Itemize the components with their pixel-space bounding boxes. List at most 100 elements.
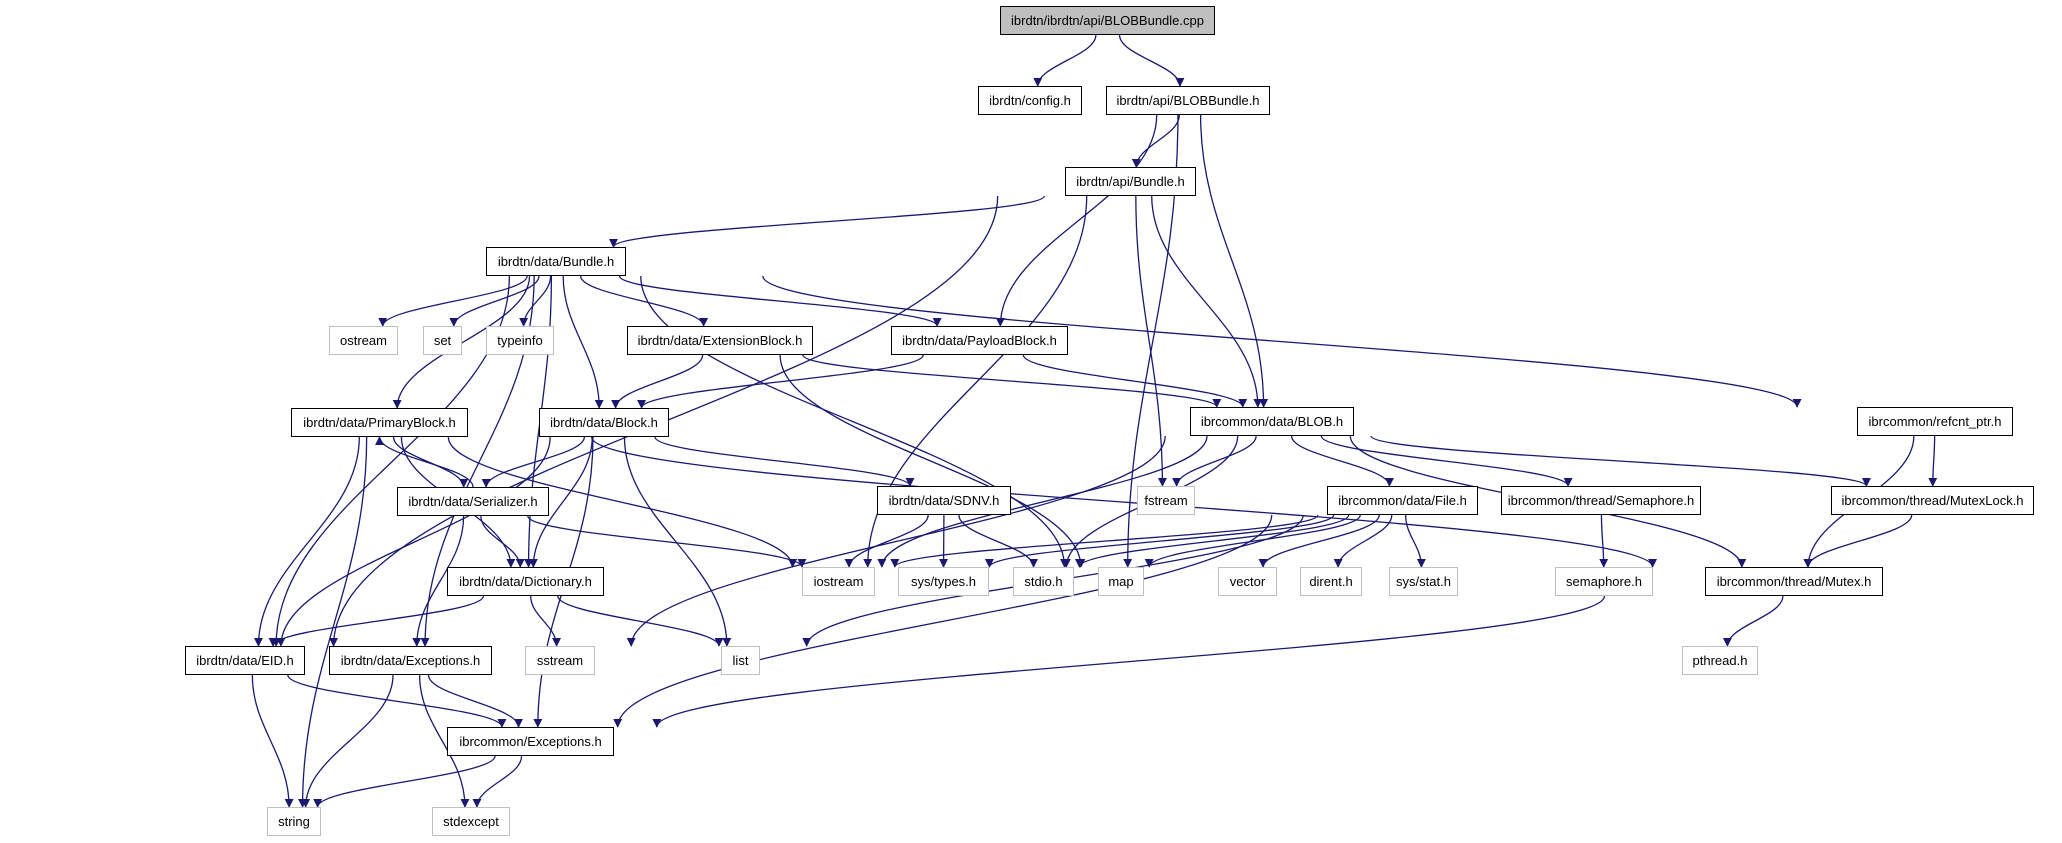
- node-sdnv-h[interactable]: ibrdtn/data/SDNV.h: [877, 486, 1011, 515]
- node-label: ibrcommon/Exceptions.h: [459, 734, 602, 749]
- node-label: map: [1108, 574, 1134, 589]
- node-pthread-h: pthread.h: [1682, 646, 1758, 675]
- node-typeinfo: typeinfo: [486, 326, 554, 355]
- node-label: ibrdtn/ibrdtn/api/BLOBBundle.cpp: [1011, 13, 1204, 28]
- edge-primaryblock-h-to-serializer-h: [392, 436, 469, 488]
- node-extensionblock-h[interactable]: ibrdtn/data/ExtensionBlock.h: [627, 326, 813, 355]
- node-semaphore-h: semaphore.h: [1555, 567, 1653, 596]
- edge-payloadblock-h-to-block-h: [637, 354, 924, 409]
- node-label: ibrdtn/data/Block.h: [550, 415, 658, 430]
- node-common-exceptions-h[interactable]: ibrcommon/Exceptions.h: [447, 727, 614, 756]
- edge-payloadblock-h-to-blob-h: [1022, 354, 1248, 408]
- edge-block-h-to-list: [623, 436, 732, 647]
- edge-refcnt-ptr-h-to-mutexlock-h: [1928, 435, 1938, 487]
- node-api-bundle-h[interactable]: ibrdtn/api/Bundle.h: [1065, 167, 1196, 196]
- node-sys-types-h: sys/types.h: [898, 567, 989, 596]
- edge-dictionary-h-to-sstream: [530, 595, 562, 647]
- node-label: ibrdtn/config.h: [989, 93, 1071, 108]
- node-semaphore-hdr[interactable]: ibrcommon/thread/Semaphore.h: [1501, 486, 1701, 515]
- edge-api-bundle-h-to-data-bundle-h: [609, 195, 1045, 248]
- node-label: fstream: [1144, 493, 1188, 508]
- node-vector: vector: [1218, 567, 1277, 596]
- node-dirent-h: dirent.h: [1300, 567, 1362, 596]
- edge-primaryblock-h-to-iostream: [447, 436, 798, 568]
- edge-sdnv-h-to-stdio-h: [958, 514, 1039, 568]
- node-label: ibrdtn/api/Bundle.h: [1076, 174, 1185, 189]
- edge-eid-h-to-string: [251, 674, 294, 808]
- edge-serializer-h-to-iostream: [527, 515, 807, 568]
- edge-data-bundle-h-to-set: [449, 275, 540, 327]
- node-serializer-h[interactable]: ibrdtn/data/Serializer.h: [397, 487, 549, 516]
- node-blobbundle-h[interactable]: ibrdtn/api/BLOBBundle.h: [1106, 86, 1270, 115]
- edge-blobbundle-cpp-to-blobbundle-h: [1118, 34, 1185, 87]
- edge-data-bundle-h-to-primaryblock-h: [392, 275, 531, 409]
- edge-data-exceptions-h-to-stdexcept: [418, 674, 470, 808]
- node-label: ibrdtn/data/EID.h: [196, 653, 294, 668]
- edge-api-bundle-h-to-fstream: [1135, 195, 1167, 487]
- node-label: stdexcept: [443, 814, 499, 829]
- edge-data-bundle-h-to-typeinfo: [519, 275, 552, 327]
- edge-blobbundle-h-to-api-bundle-h: [1131, 114, 1181, 168]
- edge-file-h-to-sys-stat-h: [1405, 514, 1426, 568]
- edge-file-h-to-vector: [1258, 514, 1380, 568]
- node-label: sstream: [536, 653, 584, 668]
- node-label: ibrdtn/data/Exceptions.h: [340, 653, 481, 668]
- node-label: ibrdtn/data/Serializer.h: [408, 494, 538, 509]
- node-map: map: [1098, 567, 1144, 596]
- node-data-bundle-h[interactable]: ibrdtn/data/Bundle.h: [486, 247, 626, 276]
- node-primaryblock-h[interactable]: ibrdtn/data/PrimaryBlock.h: [291, 408, 468, 437]
- edge-block-h-to-eid-h: [276, 436, 551, 647]
- edge-blobbundle-cpp-to-config-h: [1033, 34, 1097, 87]
- edge-api-bundle-h-to-blob-h: [1151, 195, 1263, 408]
- node-mutex-h[interactable]: ibrcommon/thread/Mutex.h: [1705, 567, 1883, 596]
- edge-mutex-h-to-common-exceptions-h: [652, 595, 1606, 728]
- node-data-exceptions-h[interactable]: ibrdtn/data/Exceptions.h: [329, 646, 492, 675]
- node-label: ibrcommon/thread/Mutex.h: [1716, 574, 1872, 589]
- edge-primaryblock-h-to-eid-h: [253, 436, 360, 647]
- edge-block-h-to-sdnv-h: [654, 436, 915, 487]
- node-eid-h[interactable]: ibrdtn/data/EID.h: [185, 646, 305, 675]
- node-mutexlock-h[interactable]: ibrcommon/thread/MutexLock.h: [1831, 486, 2034, 515]
- edge-blob-h-to-mutexlock-h: [1370, 435, 1871, 487]
- edge-file-h-to-dirent-h: [1333, 514, 1393, 568]
- edge-data-exceptions-h-to-common-exceptions-h: [427, 674, 523, 728]
- node-stdexcept: stdexcept: [432, 807, 510, 836]
- node-label: ibrcommon/thread/MutexLock.h: [1841, 493, 2024, 508]
- edge-blob-h-to-semaphore-hdr: [1320, 435, 1573, 487]
- node-label: ibrdtn/data/PayloadBlock.h: [902, 333, 1057, 348]
- edge-data-exceptions-h-to-string: [301, 674, 394, 808]
- edge-block-h-to-serializer-h: [481, 436, 585, 488]
- node-label: ibrcommon/data/BLOB.h: [1200, 414, 1344, 429]
- node-blob-h[interactable]: ibrcommon/data/BLOB.h: [1190, 407, 1354, 436]
- node-sys-stat-h: sys/stat.h: [1389, 567, 1458, 596]
- node-refcnt-ptr-h[interactable]: ibrcommon/refcnt_ptr.h: [1857, 407, 2013, 436]
- edge-file-h-to-common-exceptions-h: [613, 514, 1273, 728]
- edge-eid-h-to-common-exceptions-h: [287, 674, 507, 728]
- node-config-h[interactable]: ibrdtn/config.h: [978, 86, 1082, 115]
- edge-semaphore-hdr-to-semaphore-h: [1599, 514, 1609, 568]
- node-label: ibrcommon/refcnt_ptr.h: [1868, 414, 2002, 429]
- node-dictionary-h[interactable]: ibrdtn/data/Dictionary.h: [447, 567, 604, 596]
- node-string: string: [267, 807, 321, 836]
- node-file-h[interactable]: ibrcommon/data/File.h: [1327, 486, 1478, 515]
- node-label: set: [433, 333, 452, 348]
- node-label: sys/stat.h: [1396, 574, 1451, 589]
- edge-mutex-h-to-pthread-h: [1722, 595, 1784, 647]
- edge-blob-h-to-fstream: [1172, 435, 1257, 487]
- edge-dictionary-h-to-list: [557, 595, 724, 647]
- edge-data-bundle-h-to-extensionblock-h: [579, 275, 709, 327]
- node-label: string: [278, 814, 310, 829]
- edge-blob-h-to-iostream: [877, 435, 1208, 568]
- node-label: ibrcommon/data/File.h: [1338, 493, 1467, 508]
- node-blobbundle-cpp[interactable]: ibrdtn/ibrdtn/api/BLOBBundle.cpp: [1000, 6, 1215, 35]
- node-label: ibrdtn/data/Bundle.h: [497, 254, 615, 269]
- edge-blobbundle-h-to-payloadblock-h: [995, 114, 1158, 327]
- node-label: ostream: [340, 333, 387, 348]
- node-block-h[interactable]: ibrdtn/data/Block.h: [539, 408, 669, 437]
- node-payloadblock-h[interactable]: ibrdtn/data/PayloadBlock.h: [891, 326, 1068, 355]
- node-ostream: ostream: [329, 326, 398, 355]
- node-label: ibrdtn/data/ExtensionBlock.h: [637, 333, 803, 348]
- node-stdio-h: stdio.h: [1013, 567, 1074, 596]
- node-label: stdio.h: [1024, 574, 1063, 589]
